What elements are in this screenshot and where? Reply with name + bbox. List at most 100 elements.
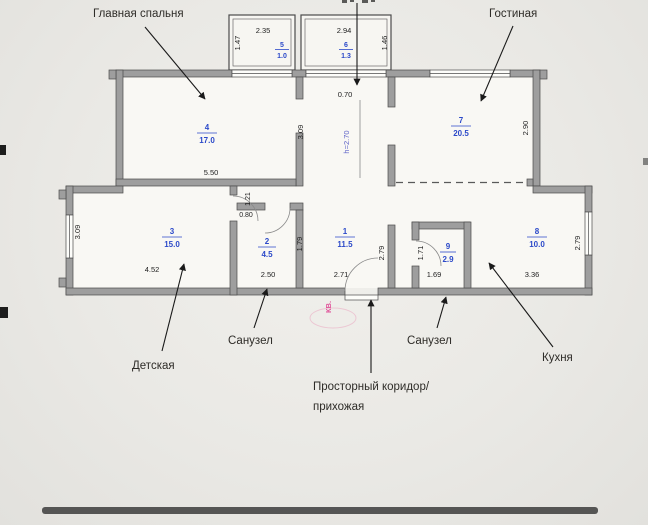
edge-mark xyxy=(0,145,6,155)
wall-segment xyxy=(115,69,233,78)
edge-mark xyxy=(0,307,8,318)
label-kitchen: Кухня xyxy=(542,352,573,364)
entrance-threshold xyxy=(344,294,379,301)
wall-segment xyxy=(115,178,297,187)
annotation-arrow xyxy=(144,26,206,100)
wall-pilaster xyxy=(539,69,548,80)
room-2-tag: 2 4.5 xyxy=(258,237,276,259)
wall-segment xyxy=(584,185,593,213)
room-number: 8 xyxy=(535,227,540,236)
dimension-text: 3.36 xyxy=(525,270,540,279)
wall-pilaster xyxy=(58,277,67,288)
lower-band-floor xyxy=(73,186,585,288)
wall-segment xyxy=(532,185,593,194)
dimension-text: 2.50 xyxy=(261,270,276,279)
stamp: КВ. xyxy=(309,301,357,329)
wall-segment xyxy=(295,76,304,100)
wall-pilaster xyxy=(58,189,67,200)
dimension-text: 2.35 xyxy=(256,26,271,35)
balcony-left-railing xyxy=(232,18,292,67)
dimension-text: 2.94 xyxy=(337,26,352,35)
annotation-arrow xyxy=(488,262,554,348)
wall-segment xyxy=(463,221,472,289)
wall-segment xyxy=(411,265,420,289)
room-area: 1.0 xyxy=(277,53,287,60)
room-number: 6 xyxy=(344,42,348,49)
dimensions: 2.35 1.47 2.94 1.46 3.09 5.50 0.70 2.90 … xyxy=(73,26,582,279)
room-area: 11.5 xyxy=(337,240,353,249)
room-number: 4 xyxy=(205,123,210,132)
label-corridor-line1: Просторный коридор/ xyxy=(313,381,430,393)
room-number: 5 xyxy=(280,42,284,49)
open-boundary-floor-patch xyxy=(395,179,533,186)
balconies xyxy=(228,14,392,71)
corridor-floor-patch xyxy=(303,179,388,186)
windows xyxy=(65,69,593,259)
door-arc xyxy=(232,195,259,222)
wall-segment xyxy=(385,69,431,78)
openings xyxy=(232,100,527,292)
room-number: 9 xyxy=(446,242,451,251)
wall-segment xyxy=(526,178,534,187)
wall-segment xyxy=(387,76,396,108)
label-bathroom-2: Санузел xyxy=(407,335,452,347)
dimension-text: 1.79 xyxy=(295,237,304,252)
room-area: 4.5 xyxy=(261,250,273,259)
wall-segment xyxy=(532,69,541,187)
wall-pilaster xyxy=(108,69,117,80)
dimension-text: 2.79 xyxy=(573,236,582,251)
annotations: Главная спальня Гостиная Детская Санузел… xyxy=(93,0,573,413)
wall-segment xyxy=(295,132,304,187)
annotation-arrow xyxy=(436,296,448,329)
label-kids-room: Детская xyxy=(132,360,175,372)
room-number: 2 xyxy=(265,237,270,246)
room-tags: 4 17.0 7 20.5 3 15.0 2 4.5 1 11.5 9 2.9 xyxy=(162,42,547,264)
dimension-text: 0.70 xyxy=(338,90,353,99)
wall-segment xyxy=(65,185,74,216)
room-5-tag: 5 1.0 xyxy=(275,42,289,60)
dimension-text: 1.69 xyxy=(427,270,442,279)
annotation-arrow xyxy=(253,288,269,329)
bottom-shadow-band xyxy=(42,507,598,514)
dimension-text: 1.21 xyxy=(245,192,252,206)
stamp-circle xyxy=(309,307,357,329)
room-area: 10.0 xyxy=(529,240,545,249)
wall-segment xyxy=(65,185,124,194)
upper-band-floor xyxy=(123,77,533,179)
room-6-tag: 6 1.3 xyxy=(339,42,353,60)
stamp-text: КВ. xyxy=(324,301,333,313)
wall-segment xyxy=(295,209,304,289)
room-8-tag: 8 10.0 xyxy=(527,227,547,249)
dimension-text: 1.46 xyxy=(380,36,389,51)
balcony-left xyxy=(228,14,296,71)
wall-segment xyxy=(291,69,307,78)
wall-segment xyxy=(289,202,304,211)
label-corridor-line2: прихожая xyxy=(313,401,364,413)
room-1-tag: 1 11.5 xyxy=(335,227,355,249)
wall-segment xyxy=(229,220,238,296)
door-arc xyxy=(264,207,291,234)
wall-segment xyxy=(65,287,346,296)
wall-segment xyxy=(236,202,266,211)
room-4-tag: 4 17.0 xyxy=(197,123,217,145)
label-master-bedroom: Главная спальня xyxy=(93,8,184,20)
dimension-text: 1.71 xyxy=(416,246,425,261)
wall-segment xyxy=(411,221,420,241)
room-area: 15.0 xyxy=(164,240,180,249)
room-3-tag: 3 15.0 xyxy=(162,227,182,249)
room-number: 1 xyxy=(343,227,348,236)
wall-segment xyxy=(411,221,471,230)
annotation-arrow xyxy=(161,263,186,352)
label-living-room: Гостиная xyxy=(489,8,537,20)
cropped-text-remnant xyxy=(342,0,347,3)
annotation-arrow xyxy=(480,25,514,102)
wall-segment xyxy=(229,185,238,196)
dimension-text: 5.50 xyxy=(204,168,219,177)
wall-segment xyxy=(377,287,593,296)
room-7-tag: 7 20.5 xyxy=(451,116,471,138)
cropped-text-remnant xyxy=(371,0,375,2)
door-arc xyxy=(344,257,379,292)
room-area: 17.0 xyxy=(199,136,215,145)
